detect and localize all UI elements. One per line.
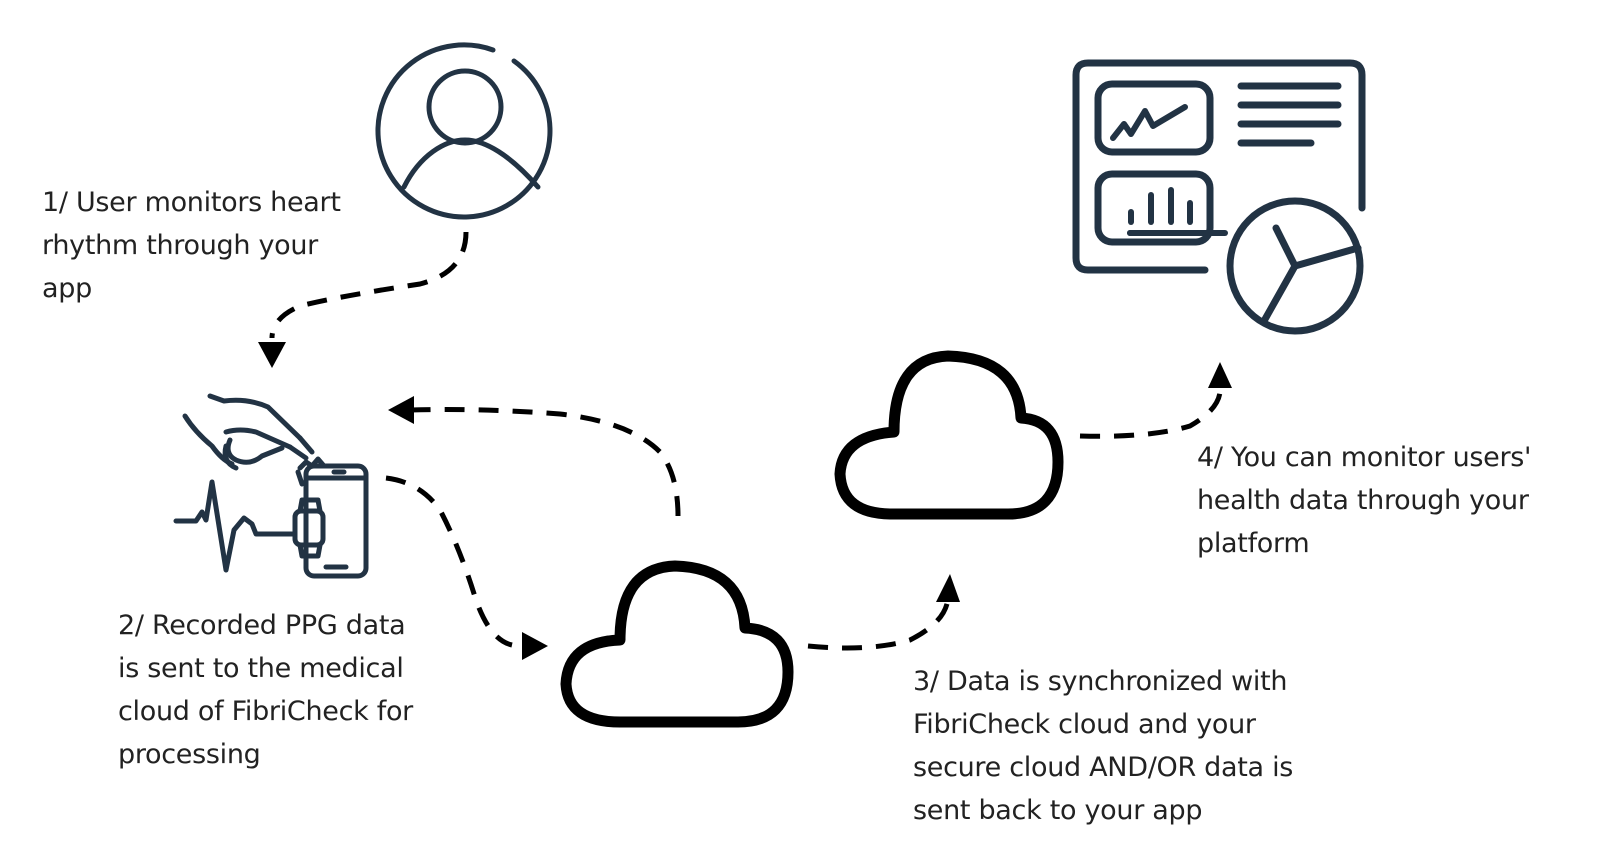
step-1-line: app	[42, 273, 92, 304]
step-3-line: FibriCheck cloud and your	[913, 709, 1256, 740]
step-1-description: 1/ User monitors heart rhythm through yo…	[42, 181, 341, 310]
finger-on-phone-heartbeat-icon	[173, 393, 369, 579]
step-2-line: is sent to the medical	[118, 653, 404, 684]
arrow-user-to-device	[258, 231, 469, 368]
step-1-line: 1/ User monitors heart	[42, 187, 341, 218]
fibricheck-cloud-icon	[560, 560, 794, 728]
step-3-line: 3/ Data is synchronized with	[913, 666, 1288, 697]
step-3-line: secure cloud AND/OR data is	[913, 752, 1294, 783]
step-3-line: sent back to your app	[913, 795, 1203, 826]
arrow-device-to-fibricheck-cloud	[385, 475, 548, 660]
step-2-description: 2/ Recorded PPG data is sent to the medi…	[118, 604, 413, 776]
step-2-line: cloud of FibriCheck for	[118, 696, 413, 727]
secure-cloud-icon	[834, 350, 1064, 520]
arrow-fibricheck-cloud-to-secure-cloud	[807, 574, 960, 651]
arrow-fibricheck-cloud-to-device	[388, 396, 681, 517]
dashboard-icon	[1072, 59, 1366, 335]
arrow-secure-cloud-to-platform	[1079, 362, 1232, 439]
step-4-line: health data through your	[1197, 485, 1529, 516]
step-2-line: processing	[118, 739, 261, 770]
step-2-line: 2/ Recorded PPG data	[118, 610, 406, 641]
step-1-line: rhythm through your	[42, 230, 318, 261]
step-4-line: 4/ You can monitor users'	[1197, 442, 1532, 473]
user-avatar-icon	[375, 42, 553, 220]
step-4-line: platform	[1197, 528, 1310, 559]
step-3-description: 3/ Data is synchronized with FibriCheck …	[913, 660, 1293, 832]
step-4-description: 4/ You can monitor users' health data th…	[1197, 436, 1531, 565]
